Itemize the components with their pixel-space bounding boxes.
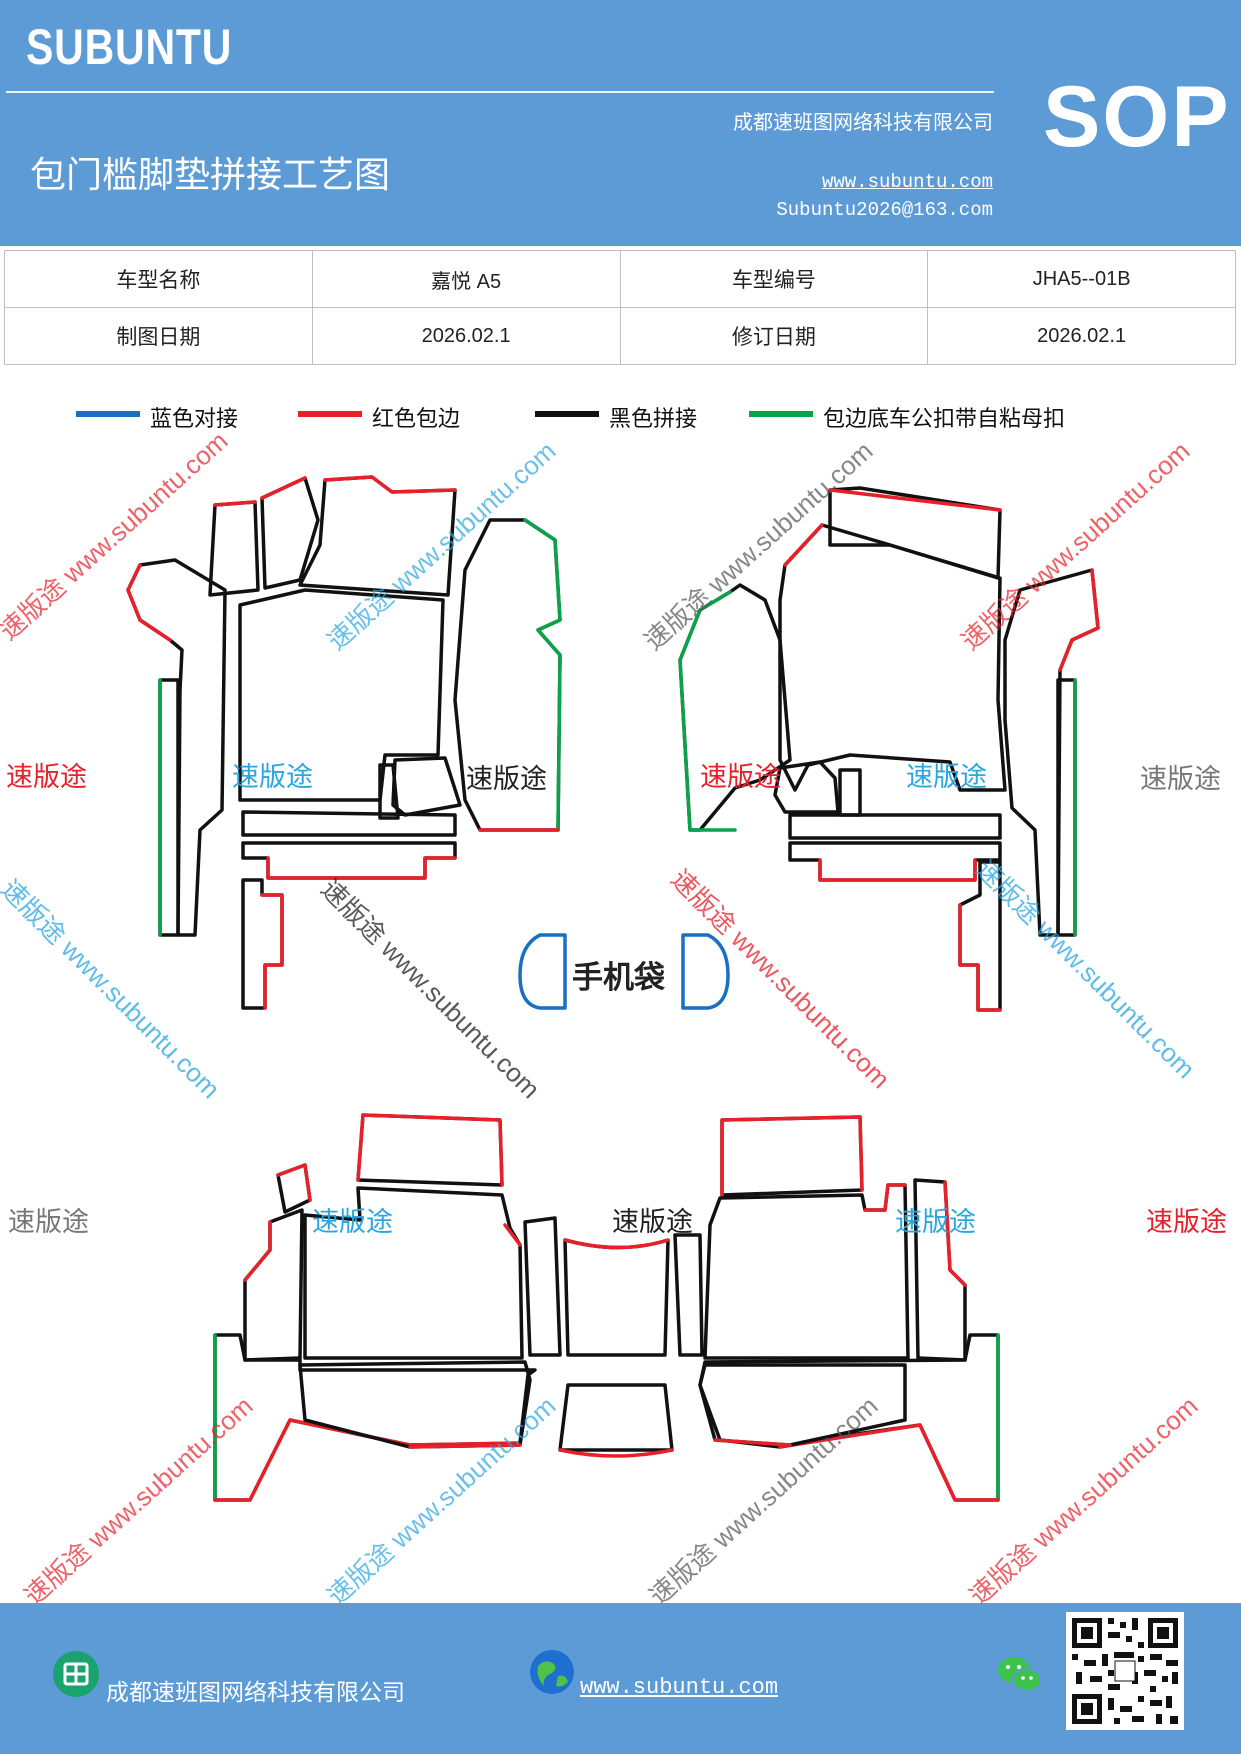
mat-piece [673,1233,704,1357]
tag-label: 速版途 [612,1207,693,1238]
tag-label: 速版途 [895,1207,976,1238]
revise-date-value: 2026.02.1 [927,307,1236,365]
mat-piece [720,1115,864,1197]
legend-swatch-blue [76,411,140,417]
legend-swatch-red [298,411,362,417]
tag-label: 速版途 [466,764,547,795]
vehicle-info-table: 车型名称 嘉悦 A5 车型编号 JHA5--01B 制图日期 2026.02.1… [4,250,1236,365]
mat-piece [260,476,307,500]
brand-logo: SUBUNTU [26,19,233,75]
mat-piece [243,1208,304,1362]
mat-piece [863,1183,907,1212]
mat-piece [238,588,445,802]
legend-label: 蓝色对接 [150,407,239,432]
tag-label: 速版途 [232,762,313,793]
phone-bag-left [518,933,567,1010]
model-code-label: 车型编号 [619,250,929,308]
mat-piece [276,1163,312,1202]
tag-label: 速版途 [6,762,87,793]
mat-piece [356,1113,504,1187]
mat-piece [126,563,172,642]
mat-piece [783,523,824,567]
mat-piece [558,1383,674,1452]
model-code-value: JHA5--01B [927,250,1236,308]
mat-piece [1058,568,1100,672]
mat-piece [778,523,1007,792]
header-website-link[interactable]: www.subuntu.com [821,171,993,193]
mat-piece [260,893,284,1010]
draw-date-label: 制图日期 [4,307,313,365]
mat-piece [158,678,180,937]
mat-piece [391,756,462,817]
company-icon [53,1651,99,1697]
mat-piece [838,768,862,817]
tag-label: 速版途 [906,762,987,793]
tag-label: 速版途 [8,1207,89,1238]
mat-piece [378,763,400,820]
table-row: 制图日期 2026.02.1 修订日期 2026.02.1 [4,307,1236,365]
header-banner: SUBUNTU 成都速班图网络科技有限公司 包门槛脚垫拼接工艺图 www.sub… [0,0,1241,246]
mat-piece [241,878,284,1010]
legend-label: 包边底车公扣带自粘母扣 [823,407,1066,432]
tag-label: 速版途 [700,762,781,793]
legend-swatch-green [749,411,813,417]
legend-label: 黑色拼接 [609,407,698,432]
mat-piece [713,1438,792,1447]
phone-bag-label: 手机袋 [572,960,665,996]
mat-piece [558,1448,674,1458]
mat-piece [523,518,562,832]
draw-date-value: 2026.02.1 [311,307,621,365]
table-row: 车型名称 嘉悦 A5 车型编号 JHA5--01B [4,250,1236,308]
document-title: 包门槛脚垫拼接工艺图 [30,155,391,196]
header-company: 成都速班图网络科技有限公司 [733,110,993,134]
tag-label: 速版途 [1146,1207,1227,1238]
mat-piece [788,813,1002,840]
mat-piece [356,1113,504,1187]
footer-company: 成都速班图网络科技有限公司 [106,1680,405,1706]
mat-piece [243,1220,272,1282]
mat-piece [828,488,1002,512]
globe-icon [530,1650,574,1694]
mat-piece [213,1418,522,1502]
mat-piece [266,856,457,880]
mat-piece [943,1180,967,1287]
legend-label: 红色包边 [372,407,461,432]
mat-piece [503,1223,522,1247]
tag-label: 速版途 [1140,764,1221,795]
mat-piece [678,590,737,832]
mat-piece [563,1238,670,1357]
model-name-value: 嘉悦 A5 [311,250,621,308]
mat-piece [323,475,457,494]
mat-piece [778,1423,1000,1502]
mat-piece [241,810,457,837]
sop-label: SOP [1043,69,1231,165]
mat-piece [773,760,840,814]
wechat-icon[interactable] [996,1652,1044,1696]
qr-code [1066,1612,1184,1730]
mat-piece [241,841,457,880]
header-email: Subuntu2026@163.com [776,199,993,221]
legend-swatch-black [535,411,599,417]
mat-piece [818,858,977,882]
model-name-label: 车型名称 [4,250,313,308]
tag-label: 速版途 [312,1207,393,1238]
mat-piece [563,1238,670,1250]
mat-piece [213,500,257,507]
mat-piece [523,1216,562,1357]
mat-piece [208,500,260,597]
mat-piece [408,1443,522,1449]
mat-piece [720,1115,864,1197]
mat-piece [303,1186,524,1360]
footer-website-link[interactable]: www.subuntu.com [580,1675,779,1700]
phone-bag-right [681,933,730,1010]
revise-date-label: 修订日期 [619,307,929,365]
mat-piece [958,903,1002,1012]
header-divider [6,91,994,93]
